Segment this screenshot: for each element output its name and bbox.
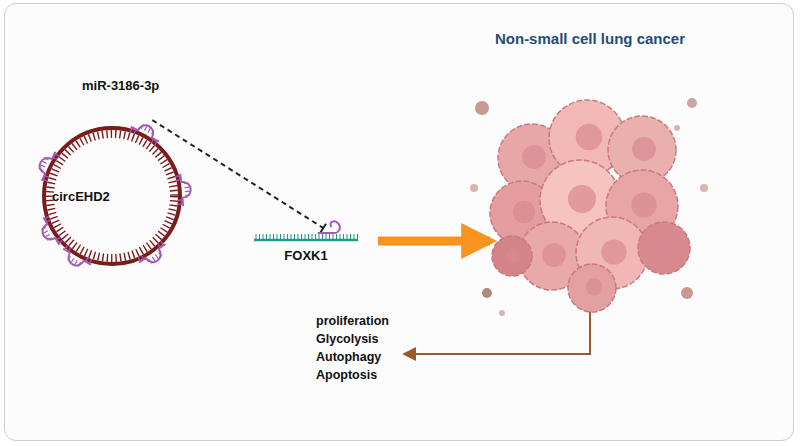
base-tick <box>315 234 316 240</box>
base-tick <box>308 234 309 240</box>
base-tick <box>354 234 355 240</box>
debris-dot <box>470 184 478 192</box>
mirna-sponge <box>59 244 94 272</box>
outcome-item: Glycolysis <box>316 330 397 348</box>
mirna-sponge <box>136 240 170 270</box>
base-tick <box>256 234 257 240</box>
tumor-cell <box>568 264 616 312</box>
node-heading: Non-small cell lung cancer <box>482 30 698 47</box>
debris-dot <box>681 287 693 299</box>
debris-dot <box>687 98 697 108</box>
base-tick <box>270 234 271 240</box>
outcome-item: Apoptosis <box>316 366 397 384</box>
tumor-cluster-shape <box>482 30 698 292</box>
base-tick <box>277 234 278 240</box>
circrna-ticks <box>50 134 174 258</box>
node-label: FOXK1 <box>252 248 360 263</box>
base-tick <box>329 234 330 240</box>
base-tick <box>266 234 267 240</box>
outcome-item: proliferation <box>316 312 397 330</box>
promotion-arrow <box>378 237 490 246</box>
base-tick <box>305 234 306 240</box>
base-tick <box>326 234 327 240</box>
mirna-label: miR-3186-3p <box>82 78 159 93</box>
debris-dot <box>475 101 489 115</box>
base-tick <box>319 234 320 240</box>
base-tick <box>312 234 313 240</box>
base-tick <box>259 234 260 240</box>
base-tick <box>291 234 292 240</box>
mirna-sponge <box>128 119 163 146</box>
tumor-cluster: Non-small cell lung cancer <box>482 30 698 292</box>
base-tick <box>350 234 351 240</box>
mirna-sponge <box>36 215 64 250</box>
outcome-item: Autophagy <box>316 348 397 366</box>
debris-dot <box>674 125 680 131</box>
base-tick <box>287 234 288 240</box>
mirna-sponge <box>34 148 60 183</box>
outcome-list: proliferationGlycolysisAutophagyApoptosi… <box>312 310 401 390</box>
base-tick <box>340 234 341 240</box>
base-tick <box>357 234 358 240</box>
base-tick <box>294 234 295 240</box>
debris-dot <box>482 288 492 298</box>
base-tick <box>298 234 299 240</box>
mrna-strand: FOXK1 <box>252 226 360 270</box>
base-tick <box>301 234 302 240</box>
mirna-sponge <box>175 173 192 206</box>
tumor-cell <box>638 222 690 274</box>
circrna-ring <box>44 128 180 264</box>
base-tick <box>336 234 337 240</box>
base-tick <box>322 234 323 240</box>
base-tick <box>343 234 344 240</box>
bound-mirna <box>318 221 340 233</box>
circrna-circle: circEHD2 <box>38 122 186 270</box>
debris-dot <box>700 184 708 192</box>
outcome-arrow <box>405 292 590 354</box>
base-tick <box>280 234 281 240</box>
base-tick <box>263 234 264 240</box>
outer-frame <box>4 3 794 441</box>
base-tick <box>333 234 334 240</box>
node-label: circEHD2 <box>52 189 110 204</box>
tumor-cell <box>492 236 532 276</box>
debris-dot <box>499 310 505 316</box>
base-tick <box>273 234 274 240</box>
base-tick <box>284 234 285 240</box>
base-tick <box>347 234 348 240</box>
